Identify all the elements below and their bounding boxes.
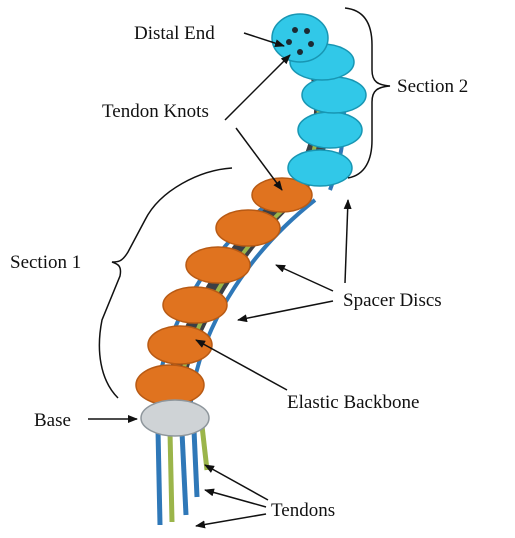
spacer-disc	[298, 112, 362, 148]
tendon	[170, 432, 172, 522]
tendon	[182, 432, 186, 515]
label-tendons: Tendons	[271, 501, 335, 520]
distal-hole	[286, 39, 292, 45]
arrow-spacer-discs	[345, 200, 348, 283]
label-section-1: Section 1	[10, 253, 81, 272]
label-tendon-knots: Tendon Knots	[102, 102, 209, 121]
label-section-2: Section 2	[397, 77, 468, 96]
arrow-spacer-discs	[276, 265, 333, 291]
arrow-elastic-backbone	[196, 340, 287, 390]
arrow-tendons	[205, 490, 266, 507]
base-disc	[141, 400, 209, 436]
tendons-group	[158, 426, 207, 525]
arrow-spacer-discs	[238, 301, 333, 320]
tendon	[158, 430, 160, 525]
tendon	[202, 426, 207, 470]
spacer-disc	[186, 247, 250, 283]
spacer-disc	[163, 287, 227, 323]
tendon	[194, 430, 197, 497]
arrow-tendon-knots	[225, 55, 290, 120]
distal-hole	[304, 28, 310, 34]
spacer-disc	[302, 77, 366, 113]
spacer-disc	[136, 365, 204, 405]
arrow-tendons	[205, 465, 268, 500]
distal-hole	[292, 27, 298, 33]
label-elastic-backbone: Elastic Backbone	[287, 393, 419, 412]
spacer-disc	[288, 150, 352, 186]
label-spacer-discs: Spacer Discs	[343, 291, 442, 310]
arrow-tendons	[196, 514, 266, 526]
arrow-tendon-knots	[236, 128, 282, 190]
label-distal-end: Distal End	[134, 24, 215, 43]
label-base: Base	[34, 411, 71, 430]
spacer-disc	[216, 210, 280, 246]
distal-hole	[308, 41, 314, 47]
distal-hole	[297, 49, 303, 55]
section-2-discs	[272, 14, 366, 186]
spacer-disc	[148, 326, 212, 364]
